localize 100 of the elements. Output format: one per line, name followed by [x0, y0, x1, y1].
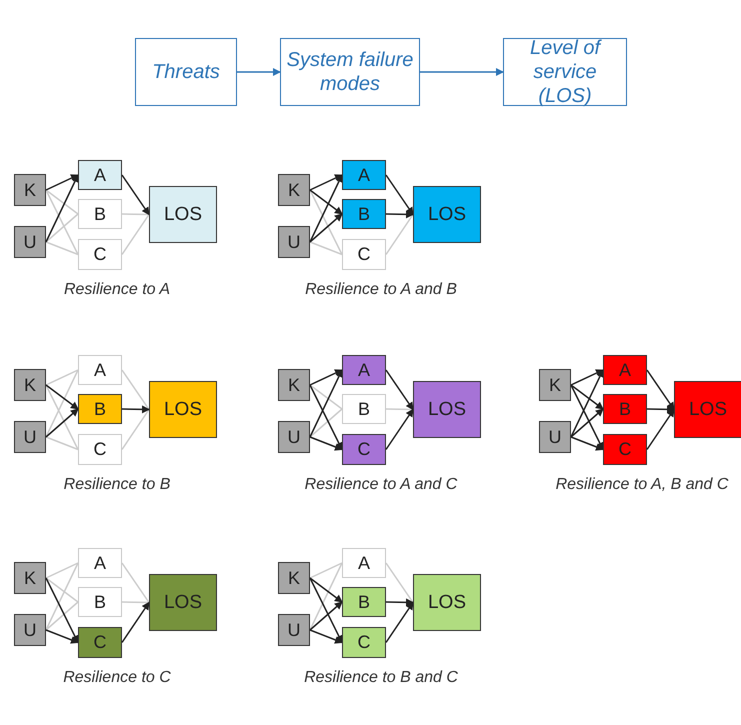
service-box: LOS — [413, 381, 481, 438]
arrow — [310, 601, 343, 631]
threat-box: U — [14, 226, 46, 258]
service-box: LOS — [149, 574, 217, 631]
arrow — [46, 174, 79, 191]
arrow — [646, 408, 675, 450]
failure-mode-box: C — [78, 434, 122, 465]
failure-mode-box: A — [78, 548, 122, 578]
failure-mode-box: C — [78, 239, 122, 270]
arrow — [310, 213, 343, 243]
panel-caption: Resilience to C — [62, 668, 172, 688]
process-box: System failure modes — [280, 38, 420, 106]
arrow — [309, 384, 343, 450]
failure-mode-box: A — [342, 355, 386, 385]
failure-mode-box: A — [603, 355, 647, 385]
arrow — [310, 189, 343, 215]
connector-line — [122, 601, 150, 604]
arrow — [310, 369, 343, 386]
connector-line — [386, 408, 414, 410]
panel-caption: Resilience to B and C — [303, 668, 459, 688]
arrow — [570, 408, 604, 438]
arrow — [646, 370, 675, 410]
arrow — [121, 174, 150, 216]
connector-line — [46, 562, 78, 579]
service-box: LOS — [413, 186, 481, 243]
failure-mode-box: C — [78, 627, 122, 658]
connector-line — [45, 370, 79, 438]
connector-line — [46, 369, 78, 386]
process-box: Threats — [135, 38, 237, 106]
arrow — [385, 408, 414, 450]
arrow — [570, 369, 604, 386]
service-box: LOS — [149, 381, 217, 438]
connector-line — [310, 408, 342, 438]
arrow — [570, 436, 604, 451]
panel-caption: Resilience to A — [62, 280, 172, 300]
panel-caption: Resilience to A and C — [304, 475, 458, 495]
arrow — [310, 577, 343, 603]
panel-caption: Resilience to B — [62, 475, 172, 495]
failure-mode-box: B — [603, 394, 647, 424]
arrow — [237, 68, 281, 76]
arrow — [121, 602, 150, 643]
threat-box: U — [278, 614, 310, 646]
arrow — [310, 436, 343, 451]
threat-box: K — [278, 562, 310, 594]
threat-box: U — [14, 421, 46, 453]
threat-box: K — [278, 369, 310, 401]
connector-line — [121, 214, 150, 255]
connector-line — [385, 562, 414, 603]
failure-mode-box: B — [78, 199, 122, 229]
arrow — [570, 369, 604, 438]
process-box: Level of service (LOS) — [503, 38, 627, 106]
service-box: LOS — [149, 186, 217, 243]
arrow — [386, 598, 414, 606]
arrow — [646, 405, 675, 414]
threat-box: K — [539, 369, 571, 401]
panel-caption: Resilience to A, B and C — [554, 475, 730, 495]
connector-line — [46, 213, 78, 243]
connector-line — [309, 562, 343, 630]
failure-mode-box: B — [342, 199, 386, 229]
failure-mode-box: B — [78, 587, 122, 617]
failure-mode-box: C — [342, 239, 386, 270]
arrow — [122, 405, 150, 414]
threat-box: U — [278, 421, 310, 453]
service-box: LOS — [413, 574, 481, 631]
connector-line — [45, 562, 79, 630]
connector-line — [45, 190, 79, 255]
arrow — [420, 68, 504, 76]
connector-line — [46, 436, 78, 450]
failure-mode-box: B — [78, 394, 122, 424]
panel-caption: Resilience to A and B — [304, 280, 458, 300]
threat-box: U — [14, 614, 46, 646]
connector-line — [45, 384, 79, 450]
arrow — [570, 384, 604, 410]
connector-line — [46, 241, 78, 256]
threat-box: U — [278, 226, 310, 258]
connector-line — [122, 213, 150, 216]
connector-line — [121, 409, 150, 450]
connector-line — [310, 562, 342, 579]
arrow — [45, 578, 79, 644]
arrow — [385, 370, 414, 410]
arrow — [386, 210, 414, 218]
failure-mode-box: A — [342, 548, 386, 578]
arrow — [310, 629, 343, 644]
arrow — [46, 629, 79, 644]
failure-mode-box: C — [603, 434, 647, 465]
connector-line — [385, 214, 414, 255]
failure-mode-box: C — [342, 627, 386, 658]
failure-mode-box: A — [78, 160, 122, 190]
arrow — [385, 174, 414, 216]
threat-box: K — [14, 562, 46, 594]
service-box: LOS — [674, 381, 741, 438]
failure-mode-box: B — [342, 587, 386, 617]
failure-mode-box: A — [342, 160, 386, 190]
arrow — [309, 369, 343, 438]
arrow — [310, 174, 343, 191]
connector-line — [121, 370, 150, 410]
arrow — [309, 174, 343, 242]
arrow — [46, 408, 79, 438]
threat-box: K — [14, 369, 46, 401]
connector-line — [46, 601, 78, 631]
